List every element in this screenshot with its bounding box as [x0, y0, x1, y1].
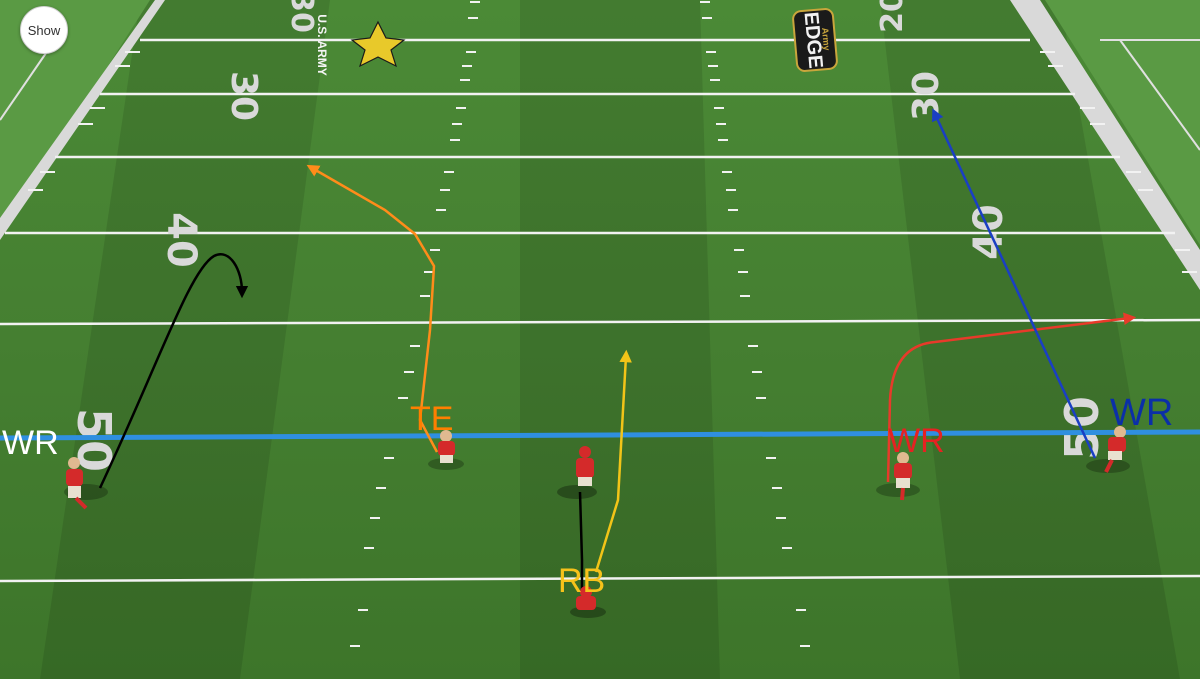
- right-sideline: [1010, 0, 1200, 290]
- yard-number: 20: [875, 0, 910, 33]
- route-rb-block: [578, 491, 584, 590]
- show-button[interactable]: Show: [20, 6, 68, 54]
- route-wr-slot: [886, 312, 1137, 483]
- edge-subtext: Army: [820, 27, 832, 51]
- player-wr-right: [1086, 426, 1130, 473]
- show-button-label: Show: [27, 22, 61, 38]
- edge-text: EDGE: [800, 11, 827, 69]
- left-sideline: [0, 0, 165, 240]
- line-of-scrimmage: [0, 429, 1200, 441]
- right-sideline-area: [1045, 0, 1200, 245]
- army-logo: U.S. ARMY: [315, 14, 406, 76]
- label-wr-right: WR: [1110, 392, 1174, 434]
- player-te: [428, 430, 464, 470]
- label-wr-slot: WR: [888, 422, 945, 460]
- yard-number: 30: [906, 71, 947, 121]
- edge-logo: EDGE Army: [792, 8, 838, 72]
- label-te: TE: [410, 400, 454, 438]
- turf-stripes: [40, 0, 1180, 679]
- yard-number: 30: [284, 0, 319, 33]
- player-rb: [570, 586, 606, 618]
- route-te: [306, 164, 439, 453]
- hash-marks-left: [350, 1, 480, 647]
- yard-number: 30: [223, 71, 264, 121]
- route-rb: [594, 349, 632, 573]
- army-star-icon: [350, 20, 406, 68]
- player-wr-left: [64, 457, 108, 510]
- route-wr-right: [931, 108, 1097, 459]
- sideline-ticks: [28, 51, 1197, 273]
- yard-lines: [0, 38, 1200, 583]
- label-wr-left: WR: [2, 424, 59, 462]
- army-text: U.S. ARMY: [315, 14, 329, 76]
- player-wr-slot: [876, 452, 920, 501]
- route-wr-left: [98, 253, 249, 489]
- label-rb: RB: [558, 562, 606, 600]
- yard-number: 40: [158, 212, 204, 268]
- hash-marks-right: [700, 1, 810, 647]
- player-blocker: [557, 446, 597, 499]
